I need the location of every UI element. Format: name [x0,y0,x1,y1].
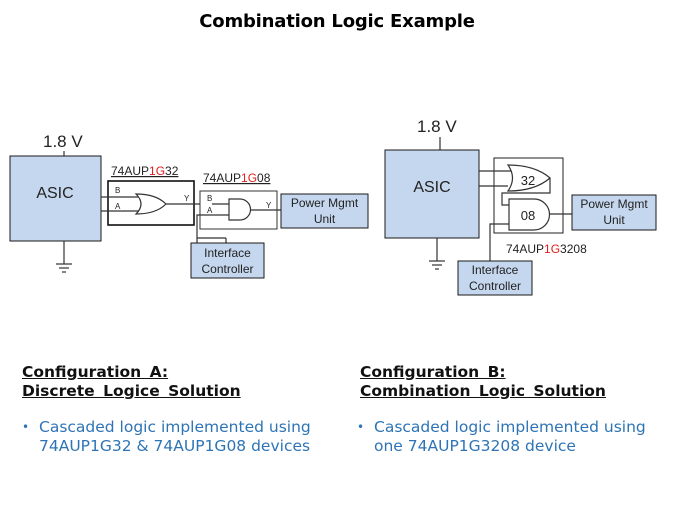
interface-controller-box-b [457,260,533,296]
power-mgmt-box-a [280,193,369,229]
and-pin-a: A [207,206,213,215]
config-b-diagram: 1.8 V ASIC 32 08 74AUP1G3208 Power Mgmt … [384,117,657,296]
config-a-bullet-line1: Cascaded logic implemented using [39,418,311,436]
or-gate-icon [134,193,167,215]
page-title: Combination Logic Example [199,11,475,32]
interface-label-a: Interface [204,246,251,260]
config-a-heading-line2: Discrete Logice Solution [22,382,241,400]
or-pin-a: A [115,202,121,211]
ground-icon-b [429,260,445,270]
voltage-label-a: 1.8 V [43,132,83,151]
or-gate-label-b: 32 [521,173,535,188]
config-b-bullet: • Cascaded logic implemented using one 7… [357,418,646,456]
power-mgmt-box-b [571,194,657,231]
asic-label-b: ASIC [413,179,450,196]
and-gate-icon [228,198,252,221]
or-pin-y: Y [184,194,190,203]
or-pin-b: B [115,186,120,195]
diagram: 1.8 V ASIC 74AUP1G32 B A Y 74AUP1G08 B A… [9,117,657,296]
power-mgmt-label-a-2: Unit [314,212,336,226]
asic-box-a [9,155,102,242]
power-mgmt-label-b-2: Unit [603,213,625,227]
and-pin-y: Y [266,201,272,210]
asic-label-a: ASIC [36,185,73,202]
interface-label-b-2: Controller [469,279,521,293]
or-part-label: 74AUP1G32 [111,164,179,178]
config-a-heading-line1: Configuration A: [22,363,169,381]
config-b-bullet-line2: one 74AUP1G3208 device [374,437,576,455]
bullet-icon: • [357,420,365,434]
power-mgmt-label-a: Power Mgmt [291,196,359,210]
and-part-label: 74AUP1G08 [203,171,271,185]
config-a-bullet-line2: 74AUP1G32 & 74AUP1G08 devices [39,437,311,455]
interface-label-b: Interface [472,263,519,277]
voltage-label-b: 1.8 V [417,117,457,136]
interface-controller-box-a [190,242,265,279]
config-a-heading: Configuration A: Discrete Logice Solutio… [22,363,241,401]
config-b-heading-line2: Combination Logic Solution [360,382,606,400]
ground-icon-a [56,263,72,273]
config-b-bullet-line1: Cascaded logic implemented using [374,418,646,436]
interface-label-a-2: Controller [201,262,253,276]
combo-part-label: 74AUP1G3208 [506,242,587,256]
config-b-heading-line1: Configuration B: [360,363,506,381]
power-mgmt-label-b: Power Mgmt [580,197,648,211]
config-b-heading: Configuration B: Combination Logic Solut… [360,363,606,401]
config-a-diagram: 1.8 V ASIC 74AUP1G32 B A Y 74AUP1G08 B A… [9,132,369,279]
and-gate-icon-b [508,198,551,231]
config-a-bullet: • Cascaded logic implemented using 74AUP… [22,418,311,456]
bullet-icon: • [22,420,30,434]
and-pin-b: B [207,194,212,203]
and-gate-label-b: 08 [521,208,535,223]
asic-box-b [384,149,480,239]
or-gate-icon-b [506,164,551,192]
